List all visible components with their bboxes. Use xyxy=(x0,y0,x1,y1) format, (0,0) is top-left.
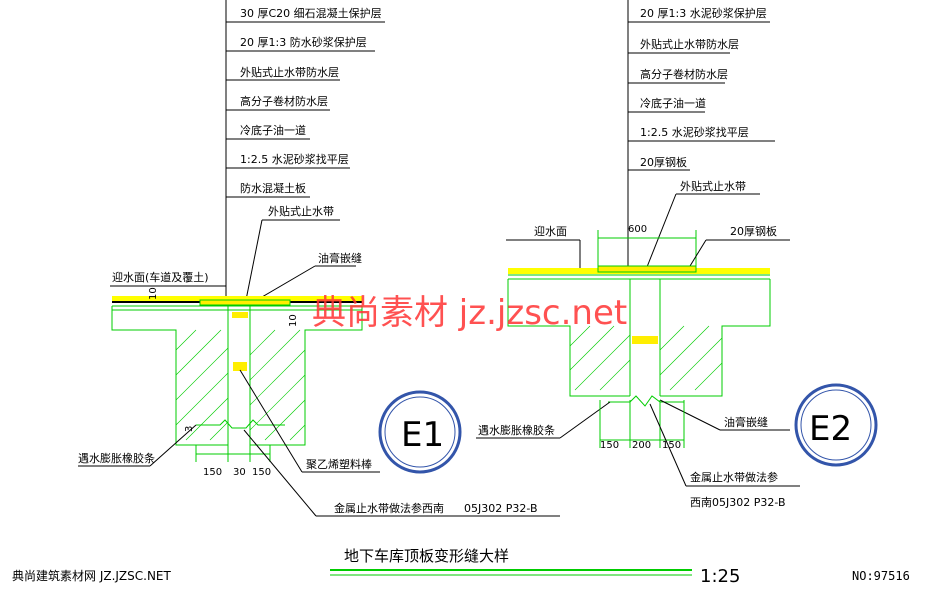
drawing-scale: 1:25 xyxy=(700,566,740,587)
e1-detail-circle xyxy=(378,390,462,474)
e2-plate-label: 20厚钢板 xyxy=(730,224,777,238)
e2-slab xyxy=(507,279,771,397)
e1-surface-label: 迎水面(车道及覆土) xyxy=(112,270,209,284)
e1-layer-7: 防水混凝土板 xyxy=(240,181,306,195)
e1-sealant-label: 油膏嵌缝 xyxy=(318,251,362,265)
e1-rubber-strip xyxy=(232,312,248,318)
drawing-title: 地下车库顶板变形缝大样 xyxy=(344,547,509,565)
e1-protect-layer xyxy=(112,296,362,301)
detail-e1: 30 厚C20 细石混凝土保护层 20 厚1:3 防水砂浆保护层 外贴式止水带防… xyxy=(78,0,560,517)
e1-detail-id: E1 xyxy=(401,415,444,455)
e2-metal-ref: 西南05J302 P32-B xyxy=(690,496,786,509)
e1-layer-1: 30 厚C20 细石混凝土保护层 xyxy=(240,6,382,20)
e2-layer-6: 20厚钢板 xyxy=(640,155,687,169)
e1-filler-block xyxy=(233,362,247,371)
e2-layer-1: 20 厚1:3 水泥砂浆保护层 xyxy=(640,6,767,20)
site-name: 典尚建筑素材网 JZ.JZSC.NET xyxy=(12,568,172,583)
e1-small-dim-1: 10 xyxy=(148,287,159,300)
e1-hatch xyxy=(175,329,306,441)
e2-layer-2: 外贴式止水带防水层 xyxy=(640,37,739,51)
e2-sealant-label: 油膏嵌缝 xyxy=(724,415,768,429)
e1-waterstop-label: 外贴式止水带 xyxy=(268,204,334,218)
e1-small-dim-2: 10 xyxy=(288,314,299,327)
drawing-number: NO:97516 xyxy=(852,569,910,583)
e2-dim-line xyxy=(599,400,685,448)
e2-top-dim: 600 xyxy=(628,224,647,235)
e1-layer-5: 冷底子油一道 xyxy=(240,123,306,137)
e1-dim-2: 30 xyxy=(233,467,246,478)
e2-dim-3: 150 xyxy=(662,440,681,451)
e2-top-dim-line xyxy=(597,230,697,266)
e2-metal-note: 金属止水带做法参 xyxy=(690,470,778,484)
e1-layer-3: 外贴式止水带防水层 xyxy=(240,65,339,79)
e2-filler-block xyxy=(632,336,658,344)
e1-metal-waterstop xyxy=(196,419,285,429)
e1-layer-4: 高分子卷材防水层 xyxy=(240,94,328,108)
e2-detail-circle xyxy=(794,383,878,467)
e2-layer-5: 1:2.5 水泥砂浆找平层 xyxy=(640,125,749,139)
e2-layer-3: 高分子卷材防水层 xyxy=(640,67,728,81)
e2-dim-2: 200 xyxy=(632,440,651,451)
e1-waterstop-strip xyxy=(199,299,291,306)
e2-metal-waterstop xyxy=(608,395,684,407)
e2-left-note: 遇水膨胀橡胶条 xyxy=(478,423,555,437)
footer: 地下车库顶板变形缝大样 1:25 典尚建筑素材网 JZ.JZSC.NET NO:… xyxy=(12,547,910,587)
detail-e2: 20 厚1:3 水泥砂浆保护层 外贴式止水带防水层 高分子卷材防水层 冷底子油一… xyxy=(476,0,878,509)
e2-layer-4: 冷底子油一道 xyxy=(640,96,706,110)
e2-hatch xyxy=(569,325,723,391)
e1-left-note: 遇水膨胀橡胶条 xyxy=(78,451,155,465)
e2-steel-plate xyxy=(597,265,697,273)
watermark: 典尚素材 jz.jzsc.net xyxy=(312,293,627,333)
e1-dim-3: 150 xyxy=(252,467,271,478)
e2-detail-id: E2 xyxy=(809,409,852,449)
e1-dim-1: 150 xyxy=(203,467,222,478)
e1-layer-6: 1:2.5 水泥砂浆找平层 xyxy=(240,152,349,166)
e1-filler-label: 聚乙烯塑料棒 xyxy=(306,457,372,471)
e1-layer-2: 20 厚1:3 防水砂浆保护层 xyxy=(240,35,367,49)
e2-surface-label: 迎水面 xyxy=(534,225,567,238)
e1-metal-note: 金属止水带做法参西南 xyxy=(334,501,444,515)
e2-waterstop-label: 外贴式止水带 xyxy=(680,179,746,193)
e1-small-dim-3: 3 xyxy=(184,426,195,432)
e1-layer-ticks xyxy=(226,21,385,198)
e1-metal-ref: 05J302 P32-B xyxy=(464,502,538,515)
e1-dim-line xyxy=(195,445,271,462)
e2-dim-1: 150 xyxy=(600,440,619,451)
e1-slab xyxy=(111,306,363,446)
